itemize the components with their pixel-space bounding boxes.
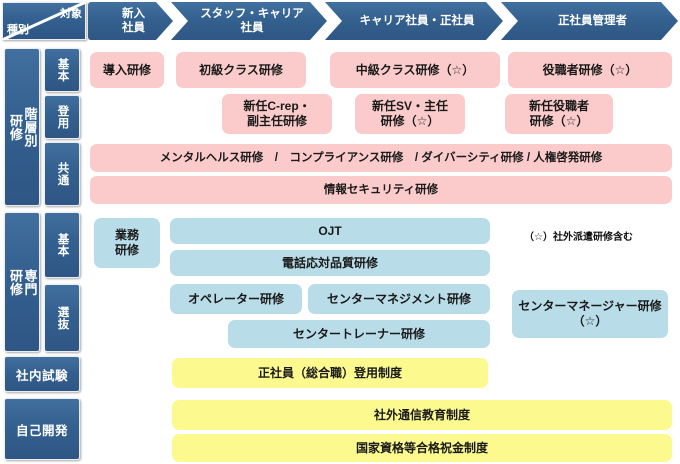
training-label-operator: オペレーター研修 bbox=[187, 291, 284, 306]
group-label-text-gyoumu: 業務 研修 bbox=[114, 228, 139, 257]
corner-target-label: 対象 bbox=[60, 8, 82, 20]
corner-kind-label: 種別 bbox=[7, 24, 29, 36]
training-label-dounyu: 導入研修 bbox=[102, 62, 151, 77]
subcategory-label-touyou: 登用 bbox=[56, 105, 69, 129]
training-bar-tsushin-kyoiku[interactable]: 社外通信教育制度 bbox=[172, 400, 672, 430]
subcategory-label-kihon-2: 基本 bbox=[56, 233, 69, 257]
training-pill-center-manager[interactable]: センターマネージャー研修 （☆） bbox=[512, 290, 668, 338]
audience-chevron-manager[interactable]: 正社員管理者 bbox=[501, 2, 678, 40]
training-pill-shinnin-crep[interactable]: 新任C-rep・ 副主任研修 bbox=[222, 94, 332, 134]
training-bar-ojt[interactable]: OJT bbox=[170, 218, 490, 244]
subcategory-touyou[interactable]: 登用 bbox=[44, 95, 80, 139]
header-corner-cell: 対象 種別 bbox=[2, 2, 86, 40]
training-label-shinnin-yakushoku: 新任役職者 研修（☆） bbox=[528, 99, 589, 128]
audience-label-staff: スタッフ・キャリア 社員 bbox=[200, 7, 304, 34]
training-label-ojt: OJT bbox=[318, 223, 342, 238]
training-label-infosec: 情報セキュリティ研修 bbox=[323, 183, 439, 196]
audience-chevron-staff[interactable]: スタッフ・キャリア 社員 bbox=[171, 2, 327, 40]
audience-label-newcomer: 新入 社員 bbox=[122, 7, 145, 34]
training-label-seishain-touyou: 正社員（総合職）登用制度 bbox=[257, 365, 402, 380]
training-label-shokyu: 初級クラス研修 bbox=[199, 62, 283, 77]
category-label-kaisou: 階層別 研修 bbox=[8, 106, 38, 148]
category-label-shanai: 社内試験 bbox=[15, 368, 68, 383]
training-bar-denwa-outai[interactable]: 電話応対品質研修 bbox=[170, 250, 490, 276]
training-label-denwa-outai: 電話応対品質研修 bbox=[281, 255, 378, 270]
training-label-mental-compliance: メンタルヘルス研修 / コンプライアンス研修 / ダイバーシティ研修 / 人権啓… bbox=[159, 151, 603, 164]
training-label-center-trainer: センタートレーナー研修 bbox=[292, 326, 425, 341]
category-label-senmon: 専門 研修 bbox=[8, 268, 38, 296]
training-label-shinnin-sv: 新任SV・主任 研修（☆） bbox=[371, 99, 448, 128]
training-bar-infosec[interactable]: 情報セキュリティ研修 bbox=[90, 176, 672, 204]
audience-chevron-newcomer[interactable]: 新入 社員 bbox=[88, 2, 173, 40]
training-pill-chukyu[interactable]: 中級クラス研修（☆） bbox=[330, 52, 500, 88]
subcategory-kihon-senmon[interactable]: 基本 bbox=[44, 212, 80, 278]
training-label-chukyu: 中級クラス研修（☆） bbox=[355, 62, 475, 77]
training-bar-seishain-touyou[interactable]: 正社員（総合職）登用制度 bbox=[172, 358, 488, 388]
category-label-jiko: 自己開発 bbox=[15, 423, 68, 438]
subcategory-label-senbatsu: 選抜 bbox=[56, 306, 69, 330]
training-label-tsushin-kyoiku: 社外通信教育制度 bbox=[373, 407, 470, 422]
training-pill-center-management[interactable]: センターマネジメント研修 bbox=[308, 284, 490, 314]
audience-label-manager: 正社員管理者 bbox=[558, 14, 627, 27]
training-bar-mental-compliance[interactable]: メンタルヘルス研修 / コンプライアンス研修 / ダイバーシティ研修 / 人権啓… bbox=[90, 144, 672, 172]
category-kaisou-betsu-kenshu[interactable]: 階層別 研修 bbox=[4, 48, 40, 206]
training-pill-dounyu[interactable]: 導入研修 bbox=[90, 52, 164, 88]
category-senmon-kenshu[interactable]: 専門 研修 bbox=[4, 212, 40, 352]
training-pill-yakushoku[interactable]: 役職者研修（☆） bbox=[508, 52, 672, 88]
footnote-text: （☆）社外派遣研修含む bbox=[524, 232, 633, 243]
training-pill-operator[interactable]: オペレーター研修 bbox=[170, 284, 302, 314]
audience-label-career: キャリア社員・正社員 bbox=[359, 14, 475, 27]
training-pill-shinnin-sv[interactable]: 新任SV・主任 研修（☆） bbox=[355, 94, 465, 134]
training-bar-center-trainer[interactable]: センタートレーナー研修 bbox=[228, 320, 490, 348]
footnote-star: （☆）社外派遣研修含む bbox=[524, 228, 633, 243]
training-bar-kokka-shikaku[interactable]: 国家資格等合格祝金制度 bbox=[172, 434, 672, 462]
subcategory-label-kyoutsuu: 共通 bbox=[56, 162, 69, 186]
training-label-shinnin-crep: 新任C-rep・ 副主任研修 bbox=[243, 99, 311, 128]
training-label-kokka-shikaku: 国家資格等合格祝金制度 bbox=[355, 440, 488, 455]
training-label-center-management: センターマネジメント研修 bbox=[326, 291, 471, 306]
subcategory-kyoutsuu[interactable]: 共通 bbox=[44, 142, 80, 206]
diagonal-divider-icon bbox=[2, 2, 86, 40]
audience-chevron-career[interactable]: キャリア社員・正社員 bbox=[325, 2, 503, 40]
training-pill-shinnin-yakushoku[interactable]: 新任役職者 研修（☆） bbox=[505, 94, 613, 134]
training-label-yakushoku: 役職者研修（☆） bbox=[542, 62, 638, 77]
category-shanai-shiken[interactable]: 社内試験 bbox=[4, 356, 80, 392]
training-label-center-manager: センターマネージャー研修 （☆） bbox=[518, 299, 662, 328]
subcategory-label-kihon-1: 基本 bbox=[56, 58, 69, 82]
subcategory-kihon-kaisou[interactable]: 基本 bbox=[44, 48, 80, 92]
training-pill-shokyu[interactable]: 初級クラス研修 bbox=[176, 52, 306, 88]
category-jiko-kaihatsu[interactable]: 自己開発 bbox=[4, 398, 80, 460]
subcategory-senbatsu[interactable]: 選抜 bbox=[44, 284, 80, 352]
group-label-gyoumu-kenshu[interactable]: 業務 研修 bbox=[94, 218, 160, 268]
